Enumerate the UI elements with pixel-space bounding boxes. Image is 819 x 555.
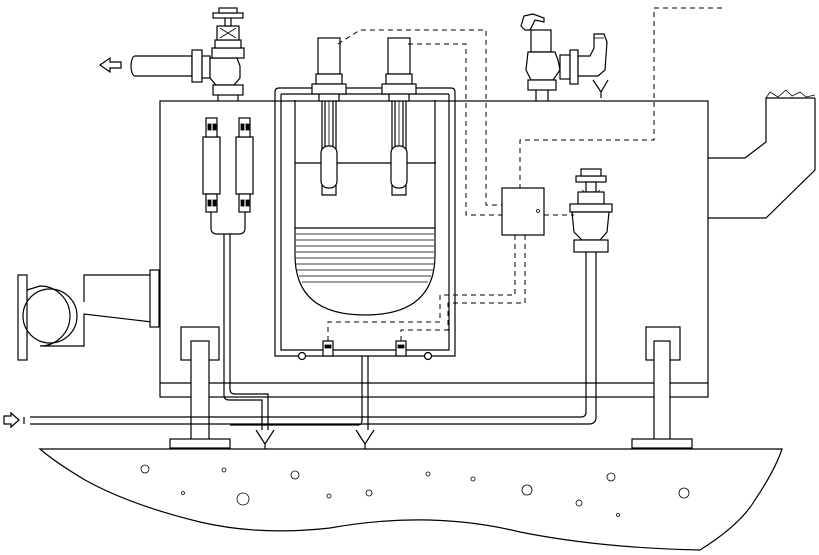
level-electrode-icon — [311, 37, 347, 196]
support-left — [169, 326, 231, 449]
boiler-shell — [159, 100, 709, 398]
outlet-arrow-icon — [98, 56, 122, 74]
flue-outlet — [708, 89, 816, 219]
control-box-icon — [501, 187, 545, 236]
level-electrode-icon — [381, 37, 417, 196]
fan-icon — [17, 269, 160, 361]
inlet-arrow-icon — [3, 411, 25, 429]
drain-funnel-icon — [592, 79, 609, 98]
control-wiring — [327, 7, 722, 341]
drain-funnel-icon — [355, 429, 375, 449]
valve-icon — [30, 168, 613, 425]
safety-valve-icon — [520, 13, 608, 101]
support-right — [631, 326, 693, 449]
ground-foundation — [38, 448, 783, 551]
gauge-glass-icon — [202, 117, 269, 430]
drain-funnel-icon — [255, 429, 275, 449]
steam-outlet-valve — [130, 7, 245, 101]
level-control-column — [230, 87, 456, 430]
